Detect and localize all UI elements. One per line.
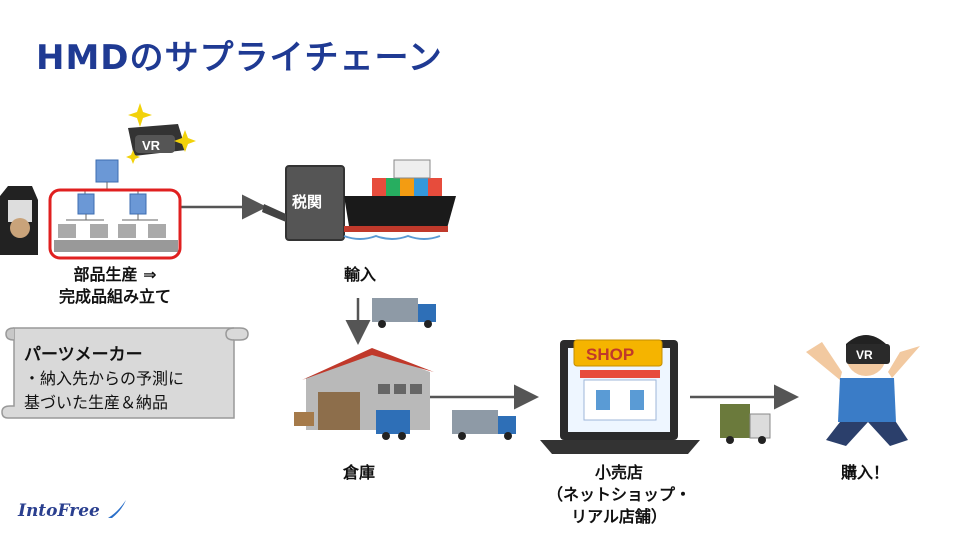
- note-heading: パーツメーカー: [24, 345, 143, 365]
- scroll-note-icon: [1, 327, 249, 419]
- purchase-label: 購入！: [840, 463, 889, 482]
- warehouse-label: 倉庫: [342, 463, 375, 482]
- truck-icon: [372, 298, 436, 328]
- svg-text:SHOP: SHOP: [586, 345, 634, 364]
- note-line1: ・納入先からの予測に: [24, 369, 185, 388]
- logo-wing-icon: [107, 500, 126, 518]
- page-title: HMDのサプライチェーン: [36, 38, 443, 78]
- delivery-truck-icon: [720, 404, 771, 444]
- factory-network-icon: [54, 159, 178, 252]
- customer-vr-icon: VR: [806, 335, 920, 446]
- note-line2: 基づいた生産＆納品: [24, 393, 169, 412]
- logo-text: IntoFree: [18, 501, 100, 521]
- retail-label-line1: 小売店: [594, 463, 643, 482]
- retail-label-line2: （ネットショップ・: [546, 485, 691, 504]
- parts-maker-note: パーツメーカー ・納入先からの予測に 基づいた生産＆納品: [24, 343, 184, 415]
- vr-headset-icon: VR: [126, 103, 196, 164]
- customs-icon: 税関: [262, 165, 345, 241]
- highlight-box: [48, 188, 182, 260]
- intofree-logo: IntoFree: [18, 498, 128, 521]
- parts-maker-label-line1: 部品生産 ⇒: [73, 265, 157, 284]
- svg-text:税関: 税関: [292, 193, 322, 211]
- cargo-ship-icon: [343, 159, 456, 240]
- retail-label-line3: リアル店舗）: [571, 507, 667, 526]
- svg-text:VR: VR: [142, 138, 161, 153]
- parts-maker-label-line2: 完成品組み立て: [58, 287, 171, 306]
- truck-icon: [452, 410, 516, 440]
- retail-label: 小売店 （ネットショップ・ リアル店舗）: [544, 462, 694, 528]
- warehouse-icon: [294, 348, 434, 440]
- svg-text:VR: VR: [856, 348, 873, 362]
- parts-maker-label: 部品生産 ⇒ 完成品組み立て: [30, 264, 200, 308]
- online-shop-laptop-icon: SHOP: [540, 339, 700, 454]
- import-label: 輸入: [343, 265, 376, 284]
- parts-maker-person-icon: [0, 186, 38, 255]
